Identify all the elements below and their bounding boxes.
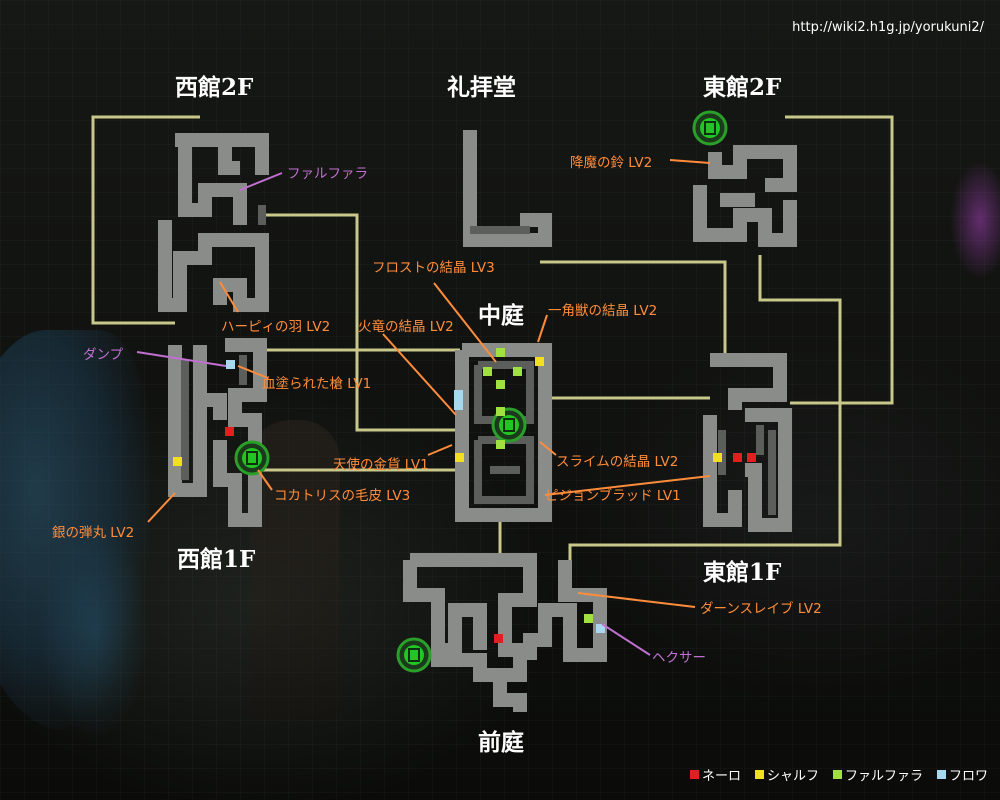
label-unicorn-crystal: 一角獣の結晶 LV2	[548, 303, 657, 319]
room-title-west-2f: 西館2F	[175, 74, 254, 101]
label-blood-spear: 血塗られた槍 LV1	[262, 375, 371, 392]
room-title-courtyard: 中庭	[478, 302, 524, 329]
purple-glow-decoration	[950, 160, 1000, 280]
marker-falfara-5	[496, 407, 505, 416]
legend-swatch-nero	[689, 770, 699, 779]
label-slime-crystal: スライムの結晶 LV2	[556, 454, 678, 470]
legend-label-flow: フロワ	[948, 769, 988, 784]
label-hexer: ヘクサー	[652, 650, 706, 666]
label-frost-crystal: フロストの結晶 LV3	[372, 260, 495, 276]
room-title-west-1f: 西館1F	[177, 546, 256, 573]
legend-label-sharf: シャルフ	[766, 769, 819, 784]
marker-falfara-6	[496, 440, 505, 449]
legend-swatch-falfara	[832, 770, 842, 779]
room-east-2f	[693, 145, 797, 247]
marker-falfara-2	[483, 367, 492, 376]
legend-item-nero: ネーロ	[689, 765, 741, 784]
legend-swatch-flow	[936, 770, 946, 779]
legend-item-sharf: シャルフ	[754, 765, 819, 784]
save-markers	[234, 110, 728, 673]
room-front-garden	[403, 553, 607, 712]
label-harpy-feather: ハーピィの羽 LV2	[221, 319, 330, 335]
butterfly-wing-decoration-lower	[40, 520, 150, 740]
marker-sharf-silver-bullet	[173, 457, 182, 466]
label-dansleif: ダーンスレイブ LV2	[700, 600, 822, 617]
save-point-icon-courtyard	[491, 407, 527, 443]
label-dump: ダンプ	[83, 347, 124, 363]
item-markers	[173, 348, 756, 643]
marker-falfara-4	[496, 380, 505, 389]
marker-flow-dump	[226, 360, 235, 369]
legend-label-falfara: ファルファラ	[844, 769, 923, 784]
legend-item-flow: フロワ	[936, 765, 988, 784]
room-title-east-2f: 東館2F	[703, 74, 782, 101]
marker-sharf-unicorn	[535, 357, 544, 366]
marker-flow-courtyard	[454, 390, 463, 410]
legend-swatch-sharf	[754, 770, 764, 779]
marker-nero-east-1f-1	[733, 453, 742, 462]
marker-falfara-1	[496, 348, 505, 357]
marker-nero-east-1f-2	[747, 453, 756, 462]
legend-item-falfara: ファルファラ	[832, 765, 923, 784]
legend-label-nero: ネーロ	[701, 769, 741, 784]
room-west-1f	[168, 338, 267, 527]
label-silver-bullet: 銀の弾丸 LV2	[52, 525, 134, 541]
room-chapel	[463, 130, 552, 247]
room-west-2f	[158, 133, 269, 312]
route-lines	[91, 115, 894, 580]
marker-nero-front-garden	[494, 634, 503, 643]
marker-flow-hexer	[596, 624, 605, 633]
label-demon-bell: 降魔の鈴 LV2	[570, 155, 652, 171]
room-title-east-1f: 東館1F	[703, 559, 782, 586]
room-east-1f	[703, 353, 792, 532]
room-title-chapel: 礼拝堂	[447, 74, 516, 101]
room-title-front-garden: 前庭	[478, 729, 524, 756]
label-pigeon-blood: ピジョンブラッド LV1	[545, 487, 681, 504]
leader-lines	[136, 159, 711, 656]
source-url: http://wiki2.h1g.jp/yorukuni2/	[792, 20, 984, 35]
label-dragon-crystal: 火竜の結晶 LV2	[358, 318, 454, 335]
label-angel-coin: 天使の金貨 LV1	[333, 456, 429, 473]
save-point-icon-east-2f	[692, 110, 728, 146]
save-point-icon-front-garden	[396, 637, 432, 673]
marker-falfara-dansleif	[584, 614, 593, 623]
marker-falfara-3	[513, 367, 522, 376]
label-cockatrice-fur: コカトリスの毛皮 LV3	[274, 488, 410, 504]
marker-sharf-east-1f	[713, 453, 722, 462]
label-falfara: ファルファラ	[287, 166, 368, 182]
marker-sharf-angel-coin	[455, 453, 464, 462]
save-point-icon-west-1f	[234, 440, 270, 476]
map-legend: ネーロ シャルフ ファルファラ フロワ	[689, 765, 988, 784]
marker-nero-west-1f	[225, 427, 234, 436]
